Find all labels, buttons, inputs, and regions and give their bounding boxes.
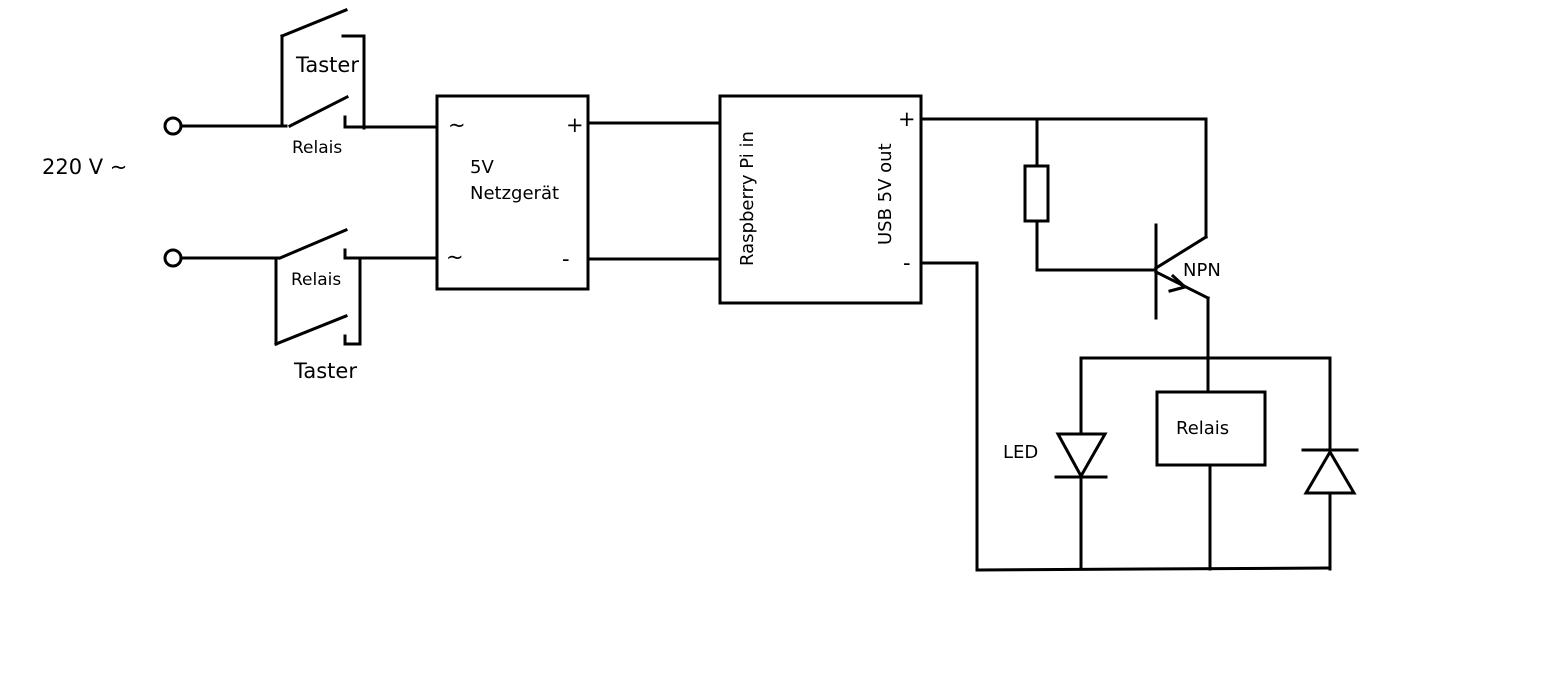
led-label: LED xyxy=(1003,442,1038,463)
psu-output-plus: + xyxy=(566,113,584,137)
relay-coil-label: Relais xyxy=(1176,418,1229,439)
relais-top-label: Relais xyxy=(292,138,342,158)
taster-bottom-contact xyxy=(274,314,348,346)
relais-bottom-contact xyxy=(278,228,348,260)
power-supply-box xyxy=(435,94,590,291)
psu-output-minus: - xyxy=(562,247,570,271)
wire-positive-rail xyxy=(919,117,1208,239)
relais-bottom-label: Relais xyxy=(291,270,341,290)
taster-top-contact xyxy=(280,8,348,38)
flyback-diode-branch xyxy=(1301,356,1359,571)
switch-top: Taster Relais xyxy=(280,8,439,158)
npn-transistor: NPN xyxy=(1153,223,1221,360)
pi-output-label: USB 5V out xyxy=(875,143,896,245)
led-diode-triangle xyxy=(1055,432,1108,480)
taster-bottom-label: Taster xyxy=(293,359,357,383)
psu-input-tilde-bottom: ~ xyxy=(446,245,464,269)
psu-label-line1: 5V xyxy=(470,157,494,178)
mains-terminal-bottom xyxy=(163,248,183,268)
supply-voltage-label: 220 V ~ xyxy=(42,155,127,179)
mains-input: 220 V ~ xyxy=(42,116,288,268)
led-branch: LED xyxy=(1003,356,1108,571)
raspberry-pi: Raspberry Pi in USB 5V out + - xyxy=(718,94,923,305)
wire-negative-rail xyxy=(919,261,1332,572)
taster-top-label: Taster xyxy=(295,53,359,77)
psu-label-line2: Netzgerät xyxy=(470,183,559,204)
flyback-diode-triangle xyxy=(1303,449,1357,495)
transistor-collector xyxy=(1153,234,1209,271)
wire-resistor-to-base xyxy=(1035,219,1158,272)
transistor-emitter-arrow xyxy=(1168,273,1189,293)
mains-terminal-top xyxy=(163,116,183,136)
pi-output-plus: + xyxy=(898,107,916,131)
raspberry-pi-box xyxy=(718,94,923,305)
pi-output-minus: - xyxy=(903,251,911,275)
relay-coil-branch: Relais xyxy=(1155,356,1267,571)
transistor-label: NPN xyxy=(1183,260,1221,281)
psu-input-tilde-top: ~ xyxy=(448,113,466,137)
power-supply: ~ ~ + - 5V Netzgerät xyxy=(435,94,590,291)
switch-bottom: Relais Taster xyxy=(274,228,439,383)
relais-top-contact xyxy=(287,94,350,129)
base-resistor xyxy=(1023,164,1050,223)
pi-input-label: Raspberry Pi in xyxy=(737,131,758,266)
